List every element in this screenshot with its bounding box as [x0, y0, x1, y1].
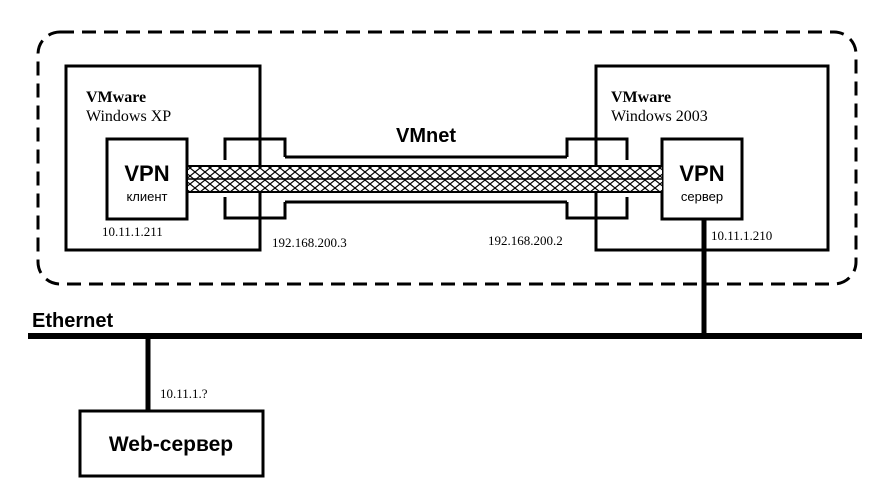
host-machine-boundary	[36, 30, 858, 286]
vpn-client-role: клиент	[126, 189, 167, 204]
right-vm-ip: 10.11.1.210	[711, 228, 772, 243]
web-server-box	[78, 409, 265, 478]
web-server-ip: 10.11.1.?	[160, 386, 208, 401]
left-adapter-ip: 192.168.200.3	[272, 235, 347, 250]
left-adapter-bracket-bottom	[223, 197, 287, 220]
vpn-client-box	[105, 137, 189, 221]
left-adapter-bracket-top	[223, 137, 287, 160]
ethernet-label: Ethernet	[32, 310, 113, 332]
vmnet-label: VMnet	[396, 125, 456, 147]
right-vm-vendor: VMware	[611, 89, 671, 106]
vpn-server-title: VPN	[679, 161, 724, 186]
vmnet-cable	[223, 137, 629, 220]
vpn-client-title: VPN	[124, 161, 169, 186]
vpn-server-role: сервер	[681, 189, 723, 204]
left-vm-vendor: VMware	[86, 89, 146, 106]
right-adapter-ip: 192.168.200.2	[488, 233, 563, 248]
web-server-label: Web-сервер	[109, 433, 233, 456]
right-adapter-bracket-top	[565, 137, 629, 160]
right-vm-os: Windows 2003	[611, 108, 708, 125]
right-adapter-bracket-bottom	[565, 197, 629, 220]
left-vm-os: Windows XP	[86, 108, 171, 125]
left-vm-ip: 10.11.1.211	[102, 224, 163, 239]
